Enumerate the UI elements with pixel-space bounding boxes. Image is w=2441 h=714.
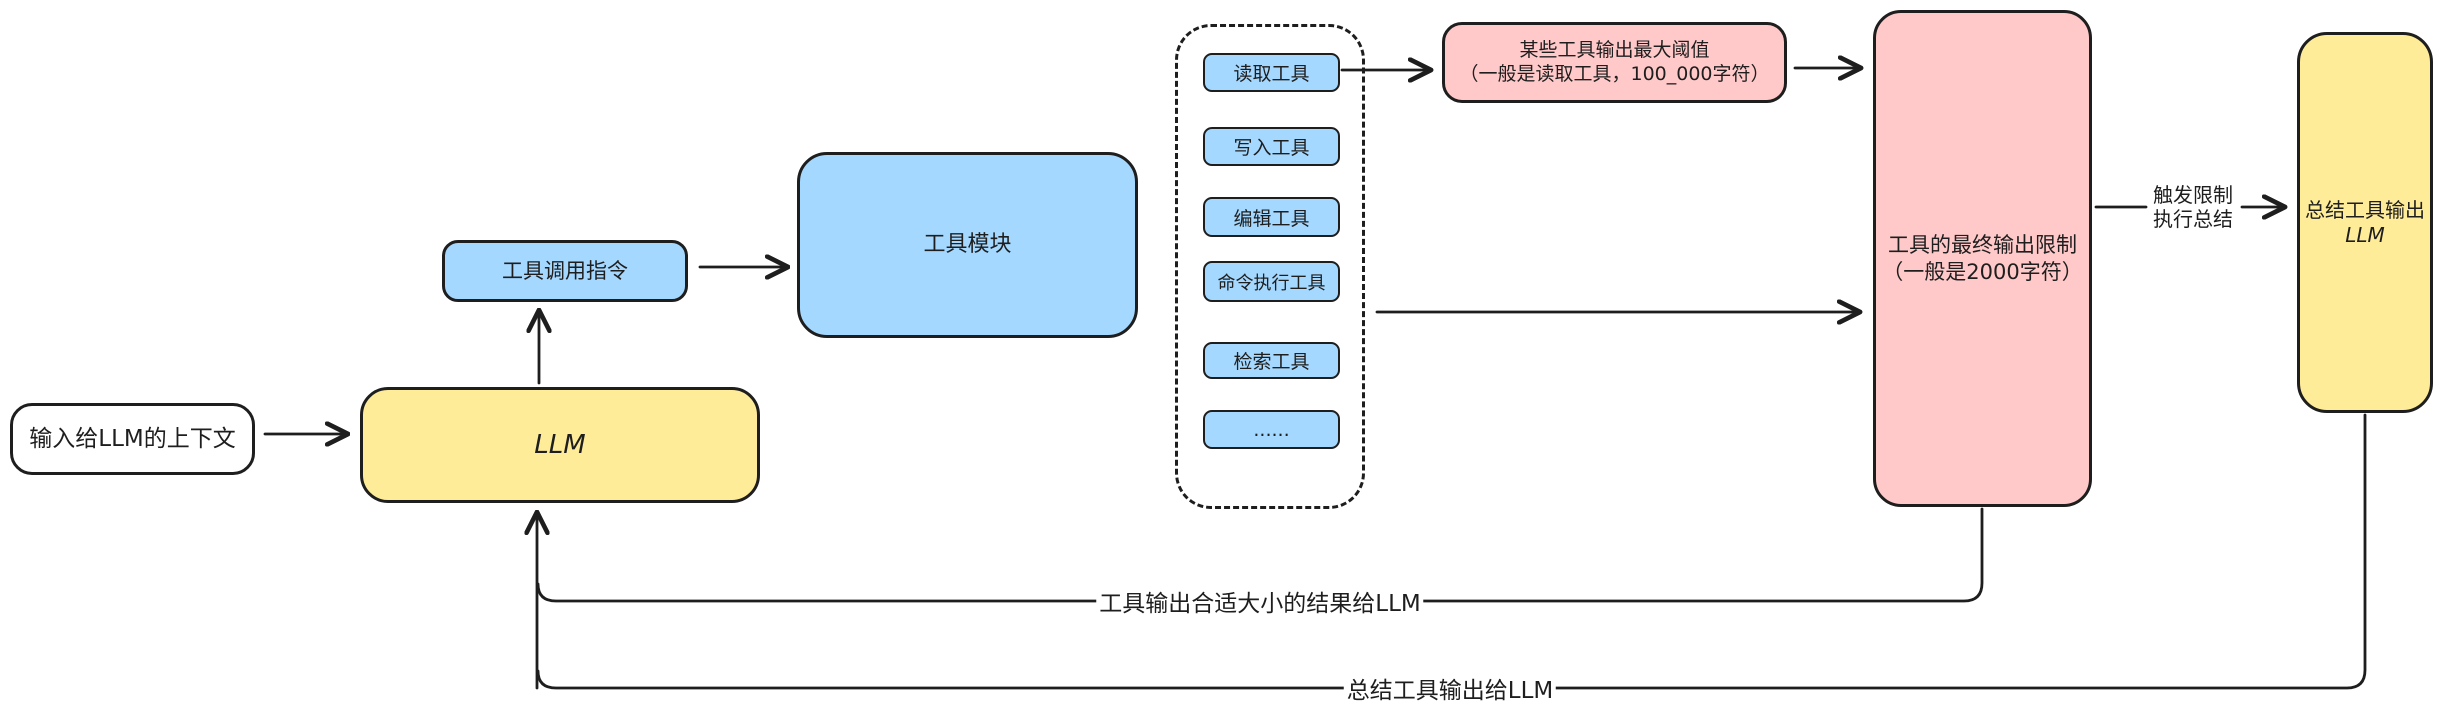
edge-summary-return-left — [536, 669, 1360, 690]
tool-chip-read: 读取工具 — [1203, 53, 1340, 92]
tool-chip-read-label: 读取工具 — [1233, 63, 1310, 85]
tool-list-group — [1175, 24, 1365, 509]
trigger-limit-line2: 执行总结 — [2153, 207, 2233, 231]
summary-llm-line1: 总结工具输出 — [2305, 197, 2425, 222]
summary-llm-line2: LLM — [2345, 222, 2385, 247]
tool-chip-more: ...... — [1203, 410, 1340, 449]
llm-node: LLM — [360, 387, 760, 503]
max-threshold-line2: （一般是读取工具，100_000字符） — [1459, 62, 1770, 85]
llm-label: LLM — [534, 429, 586, 460]
max-threshold-line1: 某些工具输出最大阈值 — [1519, 38, 1710, 61]
tool-chip-edit: 编辑工具 — [1203, 197, 1340, 237]
final-output-limit-line2: （一般是2000字符） — [1882, 259, 2083, 284]
trigger-limit-line1: 触发限制 — [2153, 183, 2233, 207]
tool-chip-more-label: ...... — [1253, 418, 1290, 441]
tool-module-label: 工具模块 — [923, 232, 1012, 258]
tool-chip-write: 写入工具 — [1203, 127, 1340, 166]
tool-call-instruction-node: 工具调用指令 — [442, 240, 688, 302]
edge-fit-result-right — [1398, 507, 1984, 603]
input-context-node: 输入给LLM的上下文 — [10, 403, 255, 475]
fit-result-edge-label: 工具输出合适大小的结果给LLM — [1096, 584, 1424, 618]
edge-fit-result-left — [536, 582, 1120, 603]
tool-chip-edit-label: 编辑工具 — [1233, 207, 1310, 230]
summary-llm-node: 总结工具输出 LLM — [2297, 32, 2433, 413]
summary-return-edge-label: 总结工具输出给LLM — [1343, 671, 1557, 705]
tool-chip-write-label: 写入工具 — [1233, 137, 1310, 159]
max-threshold-node: 某些工具输出最大阈值 （一般是读取工具，100_000字符） — [1442, 22, 1787, 103]
tool-chip-command-exec: 命令执行工具 — [1203, 261, 1340, 302]
tool-chip-retrieval: 检索工具 — [1203, 342, 1340, 379]
input-context-label: 输入给LLM的上下文 — [29, 425, 236, 452]
final-output-limit-line1: 工具的最终输出限制 — [1888, 233, 2077, 258]
trigger-limit-edge-label: 触发限制 执行总结 — [2150, 183, 2236, 231]
tool-chip-command-exec-label: 命令执行工具 — [1217, 272, 1326, 294]
tool-module-node: 工具模块 — [797, 152, 1138, 338]
final-output-limit-node: 工具的最终输出限制 （一般是2000字符） — [1873, 10, 2092, 507]
tool-chip-retrieval-label: 检索工具 — [1233, 351, 1310, 373]
tool-call-instruction-label: 工具调用指令 — [502, 258, 628, 283]
